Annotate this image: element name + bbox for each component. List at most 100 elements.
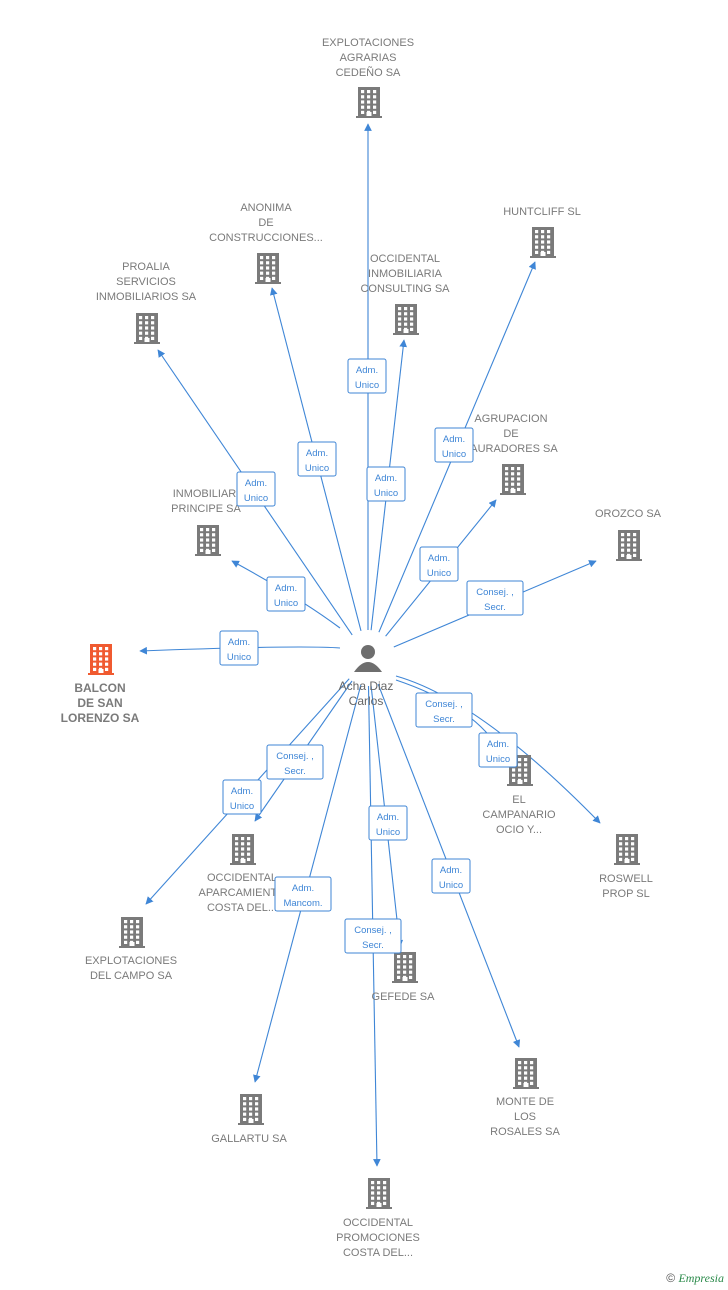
role-badge[interactable]: Adm.Unico: [236, 471, 276, 507]
role-badge-text: Unico: [376, 827, 400, 838]
company-label-line: OCIO Y...: [496, 824, 542, 836]
building-icon[interactable]: [88, 644, 114, 675]
company-label-line: OROZCO SA: [595, 508, 662, 520]
company-label[interactable]: GEFEDE SA: [372, 991, 436, 1003]
center-person-name-line: Carlos: [349, 694, 384, 708]
role-badge[interactable]: Adm.Unico: [431, 858, 471, 894]
company-label-line: DE: [503, 428, 518, 440]
building-icon[interactable]: [238, 1094, 264, 1125]
company-label[interactable]: HUNTCLIFF SL: [503, 206, 581, 218]
company-node-orozco[interactable]: OROZCO SA: [595, 508, 662, 561]
building-icon[interactable]: [195, 525, 221, 556]
building-icon[interactable]: [230, 834, 256, 865]
building-icon[interactable]: [119, 917, 145, 948]
company-label-line: DE: [258, 217, 273, 229]
company-node-gallartu[interactable]: GALLARTU SA: [211, 1094, 287, 1145]
role-badge[interactable]: Adm.Unico: [368, 805, 408, 841]
company-node-inmobiliaria-principe[interactable]: INMOBILIARI PRINCIPE SA: [171, 488, 242, 556]
company-label-line: COSTA DEL...: [343, 1247, 413, 1259]
role-badge-text: Consej. ,: [276, 751, 314, 762]
company-label-line: PRINCIPE SA: [171, 503, 241, 515]
company-label[interactable]: GALLARTU SA: [211, 1133, 287, 1145]
role-badge[interactable]: Adm.Unico: [478, 732, 518, 768]
company-label-line: ROSALES SA: [490, 1126, 560, 1138]
building-icon[interactable]: [614, 834, 640, 865]
company-label-line: PROMOCIONES: [336, 1232, 420, 1244]
building-icon[interactable]: [513, 1058, 539, 1089]
building-icon[interactable]: [616, 530, 642, 561]
role-badge[interactable]: Adm.Mancom.: [274, 876, 332, 912]
role-badge-text: Adm.: [292, 883, 314, 894]
role-badge[interactable]: Adm.Unico: [222, 779, 262, 815]
main-company-label-line: BALCON: [74, 681, 125, 695]
company-label-line: APARCAMIENTO: [199, 887, 286, 899]
company-label-line: DEL CAMPO SA: [90, 970, 173, 982]
role-badge-text: Adm.: [375, 473, 397, 484]
company-node-gefede[interactable]: GEFEDE SA: [372, 952, 436, 1003]
building-icon[interactable]: [530, 227, 556, 258]
building-icon[interactable]: [500, 464, 526, 495]
role-badge[interactable]: Adm.Unico: [297, 441, 337, 477]
company-label[interactable]: OROZCO SA: [595, 508, 662, 520]
role-badge[interactable]: Consej. ,Secr.: [266, 744, 324, 780]
company-label-line: INMOBILIARI: [173, 488, 240, 500]
role-badge-text: Unico: [355, 380, 379, 391]
company-label-line: HUNTCLIFF SL: [503, 206, 581, 218]
role-badge[interactable]: Adm.Unico: [347, 358, 387, 394]
building-icon[interactable]: [366, 1178, 392, 1209]
role-badge-text: Consej. ,: [425, 699, 463, 710]
company-label[interactable]: INMOBILIARI PRINCIPE SA: [171, 488, 241, 515]
building-icon[interactable]: [134, 313, 160, 344]
role-badge-text: Unico: [427, 568, 451, 579]
company-label-line: CEDEÑO SA: [336, 66, 401, 79]
edge-to-roswell[interactable]: [395, 675, 601, 824]
role-badge[interactable]: Adm.Unico: [219, 630, 259, 666]
role-badge[interactable]: Adm.Unico: [419, 546, 459, 582]
building-icon[interactable]: [255, 253, 281, 284]
role-badge[interactable]: Adm.Unico: [434, 427, 474, 463]
company-node-huntcliff[interactable]: HUNTCLIFF SL: [503, 206, 581, 258]
role-badge[interactable]: Adm.Unico: [366, 466, 406, 502]
empresia-logo[interactable]: Empresia: [678, 1271, 724, 1285]
role-badge[interactable]: Consej. ,Secr.: [415, 692, 473, 728]
building-icon[interactable]: [392, 952, 418, 983]
role-badge-text: Unico: [274, 598, 298, 609]
role-badge[interactable]: Consej. ,Secr.: [344, 918, 402, 954]
building-icon[interactable]: [356, 87, 382, 118]
role-badge[interactable]: Adm.Unico: [266, 576, 306, 612]
role-badge-text: Unico: [439, 880, 463, 891]
role-badge[interactable]: Consej. ,Secr.: [466, 580, 524, 616]
company-label-line: SERVICIOS: [116, 276, 176, 288]
edge-to-main[interactable]: [139, 646, 341, 655]
footer-credit: © Empresia: [666, 1271, 724, 1286]
edges-layer: [139, 123, 601, 1167]
building-icon[interactable]: [393, 304, 419, 335]
